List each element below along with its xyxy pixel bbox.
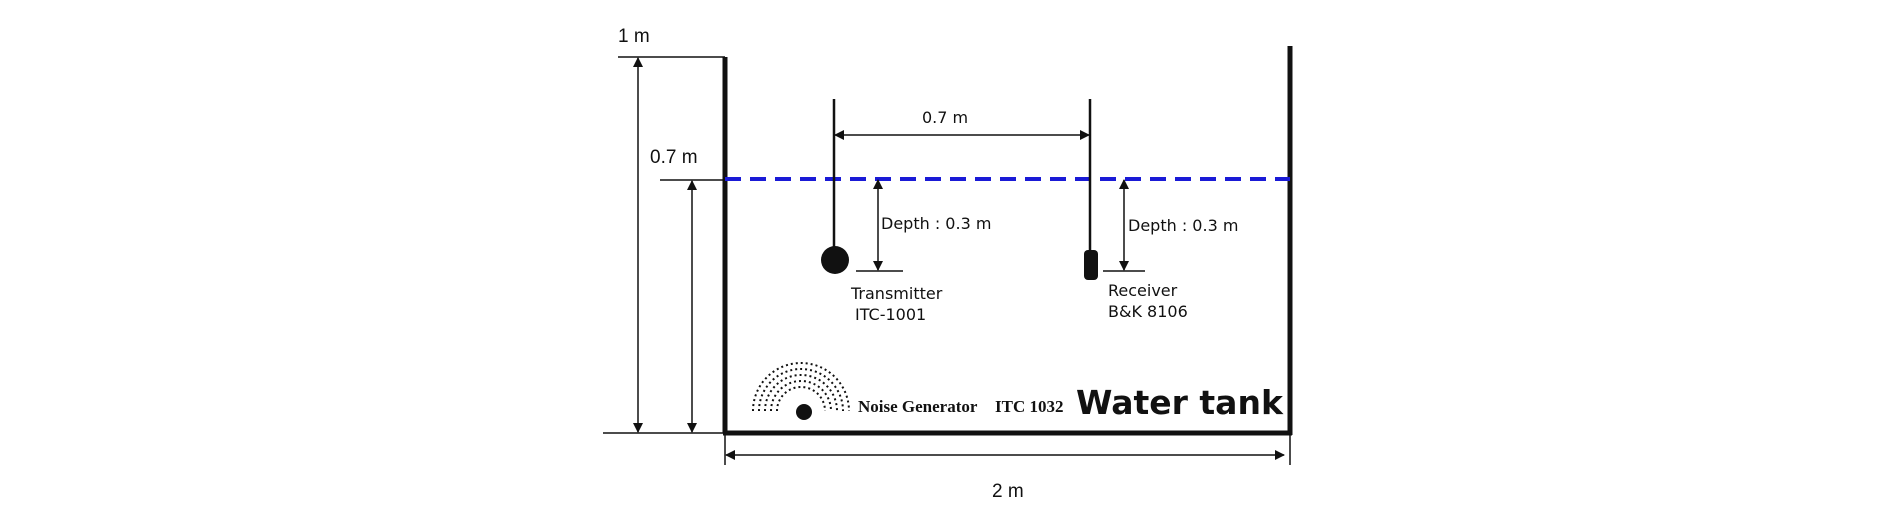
transmitter-model: ITC-1001	[855, 305, 926, 324]
receiver-depth-dimension	[1103, 179, 1145, 272]
noise-generator-label: Noise Generator	[858, 397, 978, 416]
tank-width-label: 2 m	[992, 481, 1024, 502]
hydrophone-icon	[1084, 250, 1098, 280]
transmitter	[821, 99, 849, 274]
receiver-model: B&K 8106	[1108, 302, 1188, 321]
tank-title: Water tank	[1076, 383, 1284, 422]
sphere-icon	[821, 246, 849, 274]
sound-waves-icon	[752, 362, 850, 412]
transmitter-name: Transmitter	[850, 284, 943, 303]
receiver	[1084, 99, 1098, 280]
separation-label: 0.7 m	[922, 108, 968, 127]
noise-source-icon	[796, 404, 812, 420]
receiver-name: Receiver	[1108, 281, 1178, 300]
tank-height-dimension	[603, 56, 725, 434]
receiver-depth-label: Depth : 0.3 m	[1128, 216, 1238, 235]
transmitter-depth-label: Depth : 0.3 m	[881, 214, 991, 233]
tank-width-dimension	[724, 433, 1291, 465]
noise-generator-model: ITC 1032	[995, 397, 1063, 416]
transmitter-depth-dimension	[856, 179, 903, 272]
tank-walls	[722, 46, 1293, 436]
tank-height-label: 1 m	[618, 26, 650, 47]
water-level-dimension	[660, 179, 725, 433]
water-level-label: 0.7 m	[650, 147, 698, 168]
